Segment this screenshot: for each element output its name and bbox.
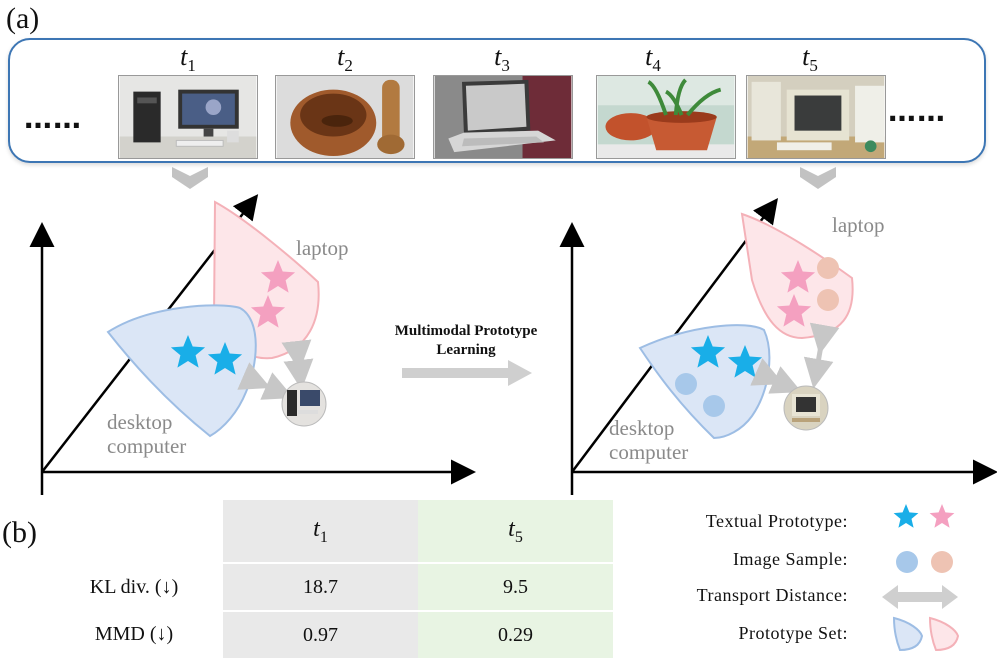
- star-pair-icon: [893, 504, 955, 528]
- crt-computer-photo-icon: [746, 75, 886, 159]
- right-desktop-label: desktop computer: [609, 416, 689, 464]
- crt-sample-thumb-icon: [783, 385, 829, 431]
- left-laptop-label: laptop: [296, 236, 349, 260]
- circle-pair-icon: [896, 551, 953, 573]
- pink-dot-icon: [817, 289, 839, 311]
- laptop-photo-icon: [433, 75, 573, 159]
- blue-dot-icon: [703, 395, 725, 417]
- legend-prototype-set-label: Prototype Set:: [738, 623, 848, 643]
- pink-dot-icon: [817, 257, 839, 279]
- time-label-t4: t4: [645, 42, 661, 76]
- legend-textual-prototype-label: Textual Prototype:: [705, 511, 848, 531]
- column-header-t5: t5: [418, 500, 613, 563]
- time-label-t2: t2: [337, 42, 353, 76]
- desktop-computer-photo-icon: [118, 75, 258, 159]
- transport-arrow: [237, 362, 294, 400]
- table-row: MMD (↓) 0.97 0.29: [45, 610, 613, 658]
- panel-b-label: (b): [2, 516, 37, 549]
- panel-a-label: (a): [6, 2, 40, 35]
- blue-star-icon: [690, 335, 726, 368]
- left-desktop-label: desktop computer: [107, 410, 187, 458]
- time-label-t3: t3: [494, 42, 510, 76]
- learning-arrow-icon: [402, 360, 532, 386]
- double-arrow-icon: [882, 585, 958, 609]
- pink-star-icon: [776, 294, 812, 327]
- row-header-kl: KL div. (↓): [89, 575, 179, 598]
- left-embedding-plot: [29, 194, 476, 495]
- blue-star-icon: [207, 342, 243, 375]
- chevron-down-icon-right: [800, 167, 836, 189]
- pink-star-icon: [780, 260, 816, 293]
- table-row: KL div. (↓) 18.7 9.5: [45, 562, 613, 611]
- blue-star-icon: [170, 335, 206, 368]
- time-label-t5: t5: [802, 42, 818, 76]
- time-label-t1: t1: [180, 42, 196, 76]
- row-header-mmd: MMD (↓): [94, 623, 174, 645]
- legend-image-sample-label: Image Sample:: [733, 549, 848, 569]
- pink-star-icon: [250, 295, 286, 328]
- chevron-down-icon-left: [172, 167, 208, 189]
- mortar-pestle-photo-icon: [275, 75, 415, 159]
- right-embedding-plot: [559, 198, 997, 495]
- right-laptop-label: laptop: [832, 213, 885, 237]
- table-corner: [45, 500, 223, 563]
- desktop-sample-thumb-icon: [281, 381, 327, 427]
- pink-star-icon: [260, 260, 296, 293]
- legend-transport-distance-label: Transport Distance:: [696, 585, 848, 605]
- ellipsis-left: ……: [24, 102, 82, 135]
- cell-mmd-t1: 0.97: [223, 610, 418, 658]
- multimodal-prototype-learning-label: Multimodal Prototype Learning: [394, 323, 538, 358]
- potted-plant-photo-icon: [596, 75, 736, 159]
- cell-kl-t1: 18.7: [223, 562, 418, 611]
- cell-mmd-t5: 0.29: [418, 610, 613, 658]
- blue-dot-icon: [675, 373, 697, 395]
- transport-arrow: [750, 358, 802, 394]
- transport-arrow: [803, 322, 840, 389]
- transport-arrow: [281, 339, 314, 390]
- desktop-prototype-set: [638, 324, 771, 440]
- leaf-pair-icon: [892, 616, 960, 652]
- divergence-table: t1 t5 KL div. (↓) 18.7 9.5 MMD (↓) 0.97 …: [45, 500, 613, 658]
- cell-kl-t5: 9.5: [418, 562, 613, 611]
- ellipsis-right: ……: [888, 95, 946, 128]
- column-header-t1: t1: [223, 500, 418, 563]
